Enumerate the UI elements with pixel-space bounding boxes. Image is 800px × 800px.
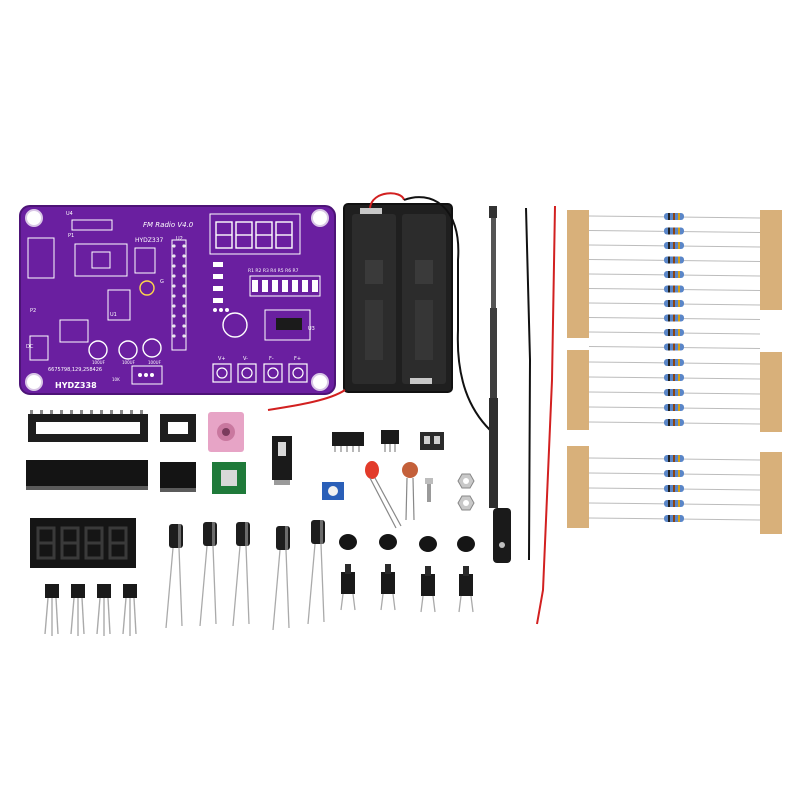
axial-resistor [588,500,761,507]
tactile-button [457,536,475,613]
silk-cap-c: 100UF [148,360,162,365]
silk-btn-fplus: F+ [294,356,301,362]
audio-jack [208,412,244,452]
resistor-rows [588,213,761,522]
tactile-push-buttons [339,534,475,613]
silk-u3: U3 [308,326,315,332]
mounting-hole [311,373,329,391]
electrolytic-capacitor [165,524,183,629]
trimmer-potentiometer [322,482,344,500]
axial-resistor [588,329,761,336]
microcontroller-dip-ic [26,460,148,490]
axial-resistor [588,389,761,396]
axial-resistor [588,242,761,249]
tactile-button [419,536,437,613]
electrolytic-capacitor [199,522,217,627]
axial-resistor [588,455,761,462]
axial-resistor [588,285,761,293]
to92-transistor [44,584,59,636]
transistors [44,584,137,636]
battery-red-wire [369,192,405,209]
axial-resistor [588,300,761,307]
pin-header [420,432,444,450]
ic-socket-8pin [160,414,196,442]
mounting-hole [25,373,43,391]
mounting-hole [311,209,329,227]
axial-resistor [588,485,761,492]
pcb-model-bottom: HYDZ338 [55,381,97,390]
silk-btn-vminus: V- [243,356,248,362]
battery-holder [267,192,491,431]
to92-transistor [70,584,85,636]
silk-p2: P2 [30,308,36,314]
telescopic-antenna [489,206,511,563]
silk-p1: P1 [68,233,74,239]
pcb-model-top: HYDZ337 [135,237,164,244]
tactile-button [339,534,357,611]
seven-segment-display [30,518,136,568]
silk-cap-a: 100UF [92,360,106,365]
pcb-serial: 6675798,129,258426 [48,367,102,373]
silk-cap-b: 100UF [122,360,136,365]
silk-g: G [160,279,164,285]
to92-transistor [96,584,111,636]
voltage-regulator [381,430,399,452]
fm-module [212,462,246,494]
silk-resistor-row: R1 R2 R3 R4 R5 R6 R7 [248,268,299,274]
loose-wires [525,205,556,625]
ceramic-capacitor [402,462,418,521]
black-wire [525,207,532,561]
silk-btn-fminus: F- [269,356,274,362]
axial-resistor [588,419,761,426]
silk-btn-vplus: V+ [218,356,226,362]
resistor-strips [567,210,782,534]
electrolytic-capacitor [232,522,250,627]
axial-resistor [588,213,761,220]
axial-resistor [588,470,761,477]
slide-switch [272,436,292,485]
tactile-button [379,534,397,611]
silk-u4: U4 [66,211,73,217]
electrolytic-capacitors [165,520,325,631]
battery-black-wire [403,196,460,330]
to92-transistor [122,584,137,636]
red-wire [536,205,556,625]
axial-resistor [588,314,761,322]
axial-resistor [588,404,761,411]
ic-socket-28pin [28,410,148,442]
resistor-network [332,432,364,452]
electrolytic-capacitor [307,520,325,625]
axial-resistor [588,343,761,351]
axial-resistor [588,359,761,366]
screw [425,478,433,502]
mounting-hole [25,209,43,227]
axial-resistor [588,271,761,278]
pcb-smd-ic [276,318,302,330]
hex-nut [457,495,475,511]
axial-resistor [588,374,761,381]
axial-resistor [588,515,761,522]
silk-u2: U2 [176,236,183,242]
dip8-ic [160,462,196,492]
axial-resistor [588,227,761,235]
red-led [365,461,402,529]
pcb-board: FM Radio V4.0 HYDZ337 HYDZ338 6675798,12… [19,205,336,395]
hex-nut [457,473,475,489]
axial-resistor [588,256,761,264]
electrolytic-capacitor [272,526,290,631]
pcb-title: FM Radio V4.0 [143,221,194,229]
silk-u1: U1 [110,312,117,318]
silk-10k: 10K [112,377,120,382]
